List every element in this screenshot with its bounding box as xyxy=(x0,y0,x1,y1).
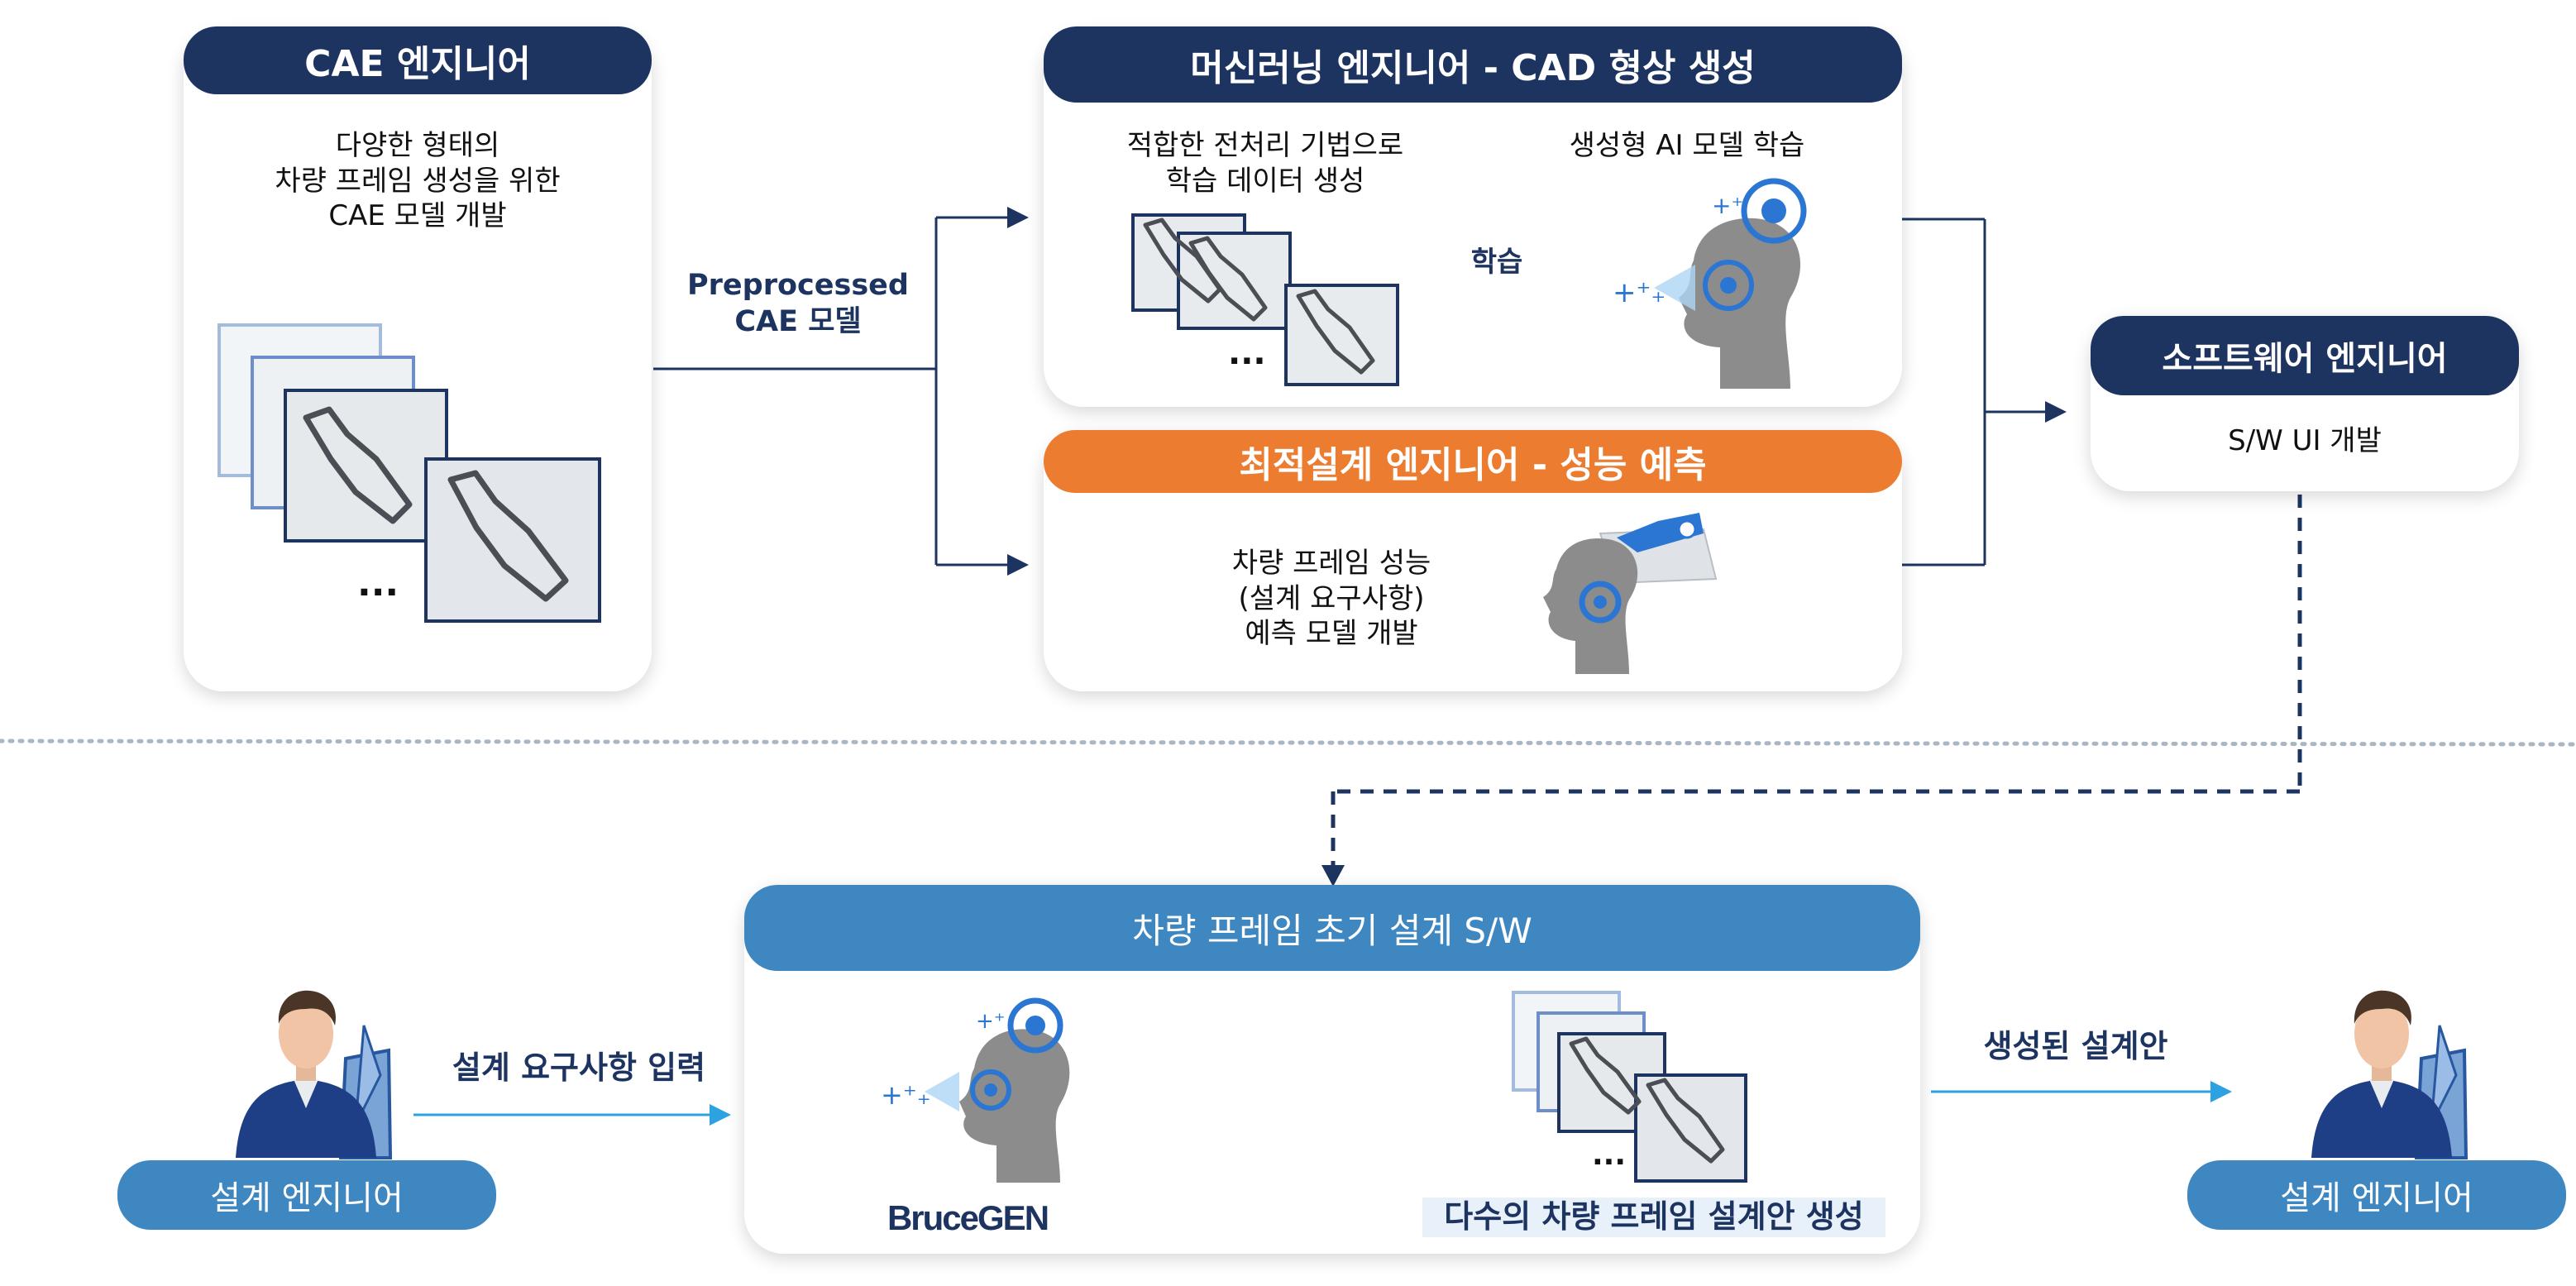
sw-to-product-arrowhead xyxy=(1321,865,1345,887)
branch-to-sw-connector xyxy=(1902,218,2067,567)
ml-training-data-caption: 적합한 전처리 기법으로 학습 데이터 생성 xyxy=(1126,129,1404,198)
optimal-design-description: 차량 프레임 성능 (설계 요구사항) 예측 모델 개발 xyxy=(1231,547,1431,650)
cae-engineer-description: 다양한 형태의 차량 프레임 생성을 위한 CAE 모델 개발 xyxy=(275,129,561,232)
generated-designs-caption: 다수의 차량 프레임 설계안 생성 xyxy=(1422,1198,1885,1237)
software-engineer-description: S/W UI 개발 xyxy=(2228,424,2382,457)
optimal-design-title: 최적설계 엔지니어 - 성능 예측 xyxy=(1044,430,1902,493)
cae-ellipsis: ... xyxy=(357,562,399,605)
product-title: 차량 프레임 초기 설계 S/W xyxy=(744,885,1920,971)
section-divider xyxy=(0,739,2576,747)
svg-text:+⁺: +⁺ xyxy=(1712,192,1743,219)
output-arrow-label: 생성된 설계안 xyxy=(1983,1028,2168,1064)
sw-to-product-dashed-connector xyxy=(1331,495,2302,868)
software-engineer-title: 소프트웨어 엔지니어 xyxy=(2091,316,2519,395)
generated-designs-ellipsis: ... xyxy=(1592,1138,1626,1172)
svg-text:+⁺: +⁺ xyxy=(976,1009,1006,1034)
cae-engineer-title: CAE 엔지니어 xyxy=(184,26,652,94)
preprocessed-cae-model-label: Preprocessed CAE 모델 xyxy=(687,269,909,338)
svg-text:+⁺₊: +⁺₊ xyxy=(881,1079,931,1111)
ml-engineer-title: 머신러닝 엔지니어 - CAD 형상 생성 xyxy=(1044,26,1902,103)
right-design-engineer-label: 설계 엔지니어 xyxy=(2187,1160,2566,1230)
svg-text:+⁺₊: +⁺₊ xyxy=(1613,276,1666,309)
cae-to-branch-connector xyxy=(653,207,1029,576)
ml-generative-model-caption: 생성형 AI 모델 학습 xyxy=(1569,129,1805,162)
ml-ellipsis: ... xyxy=(1228,334,1266,372)
left-design-engineer-label: 설계 엔지니어 xyxy=(117,1160,496,1230)
input-arrow-label: 설계 요구사항 입력 xyxy=(452,1049,706,1086)
brucegen-logo: BruceGEN xyxy=(887,1198,1049,1237)
learn-arrow-label: 학습 xyxy=(1470,246,1523,279)
